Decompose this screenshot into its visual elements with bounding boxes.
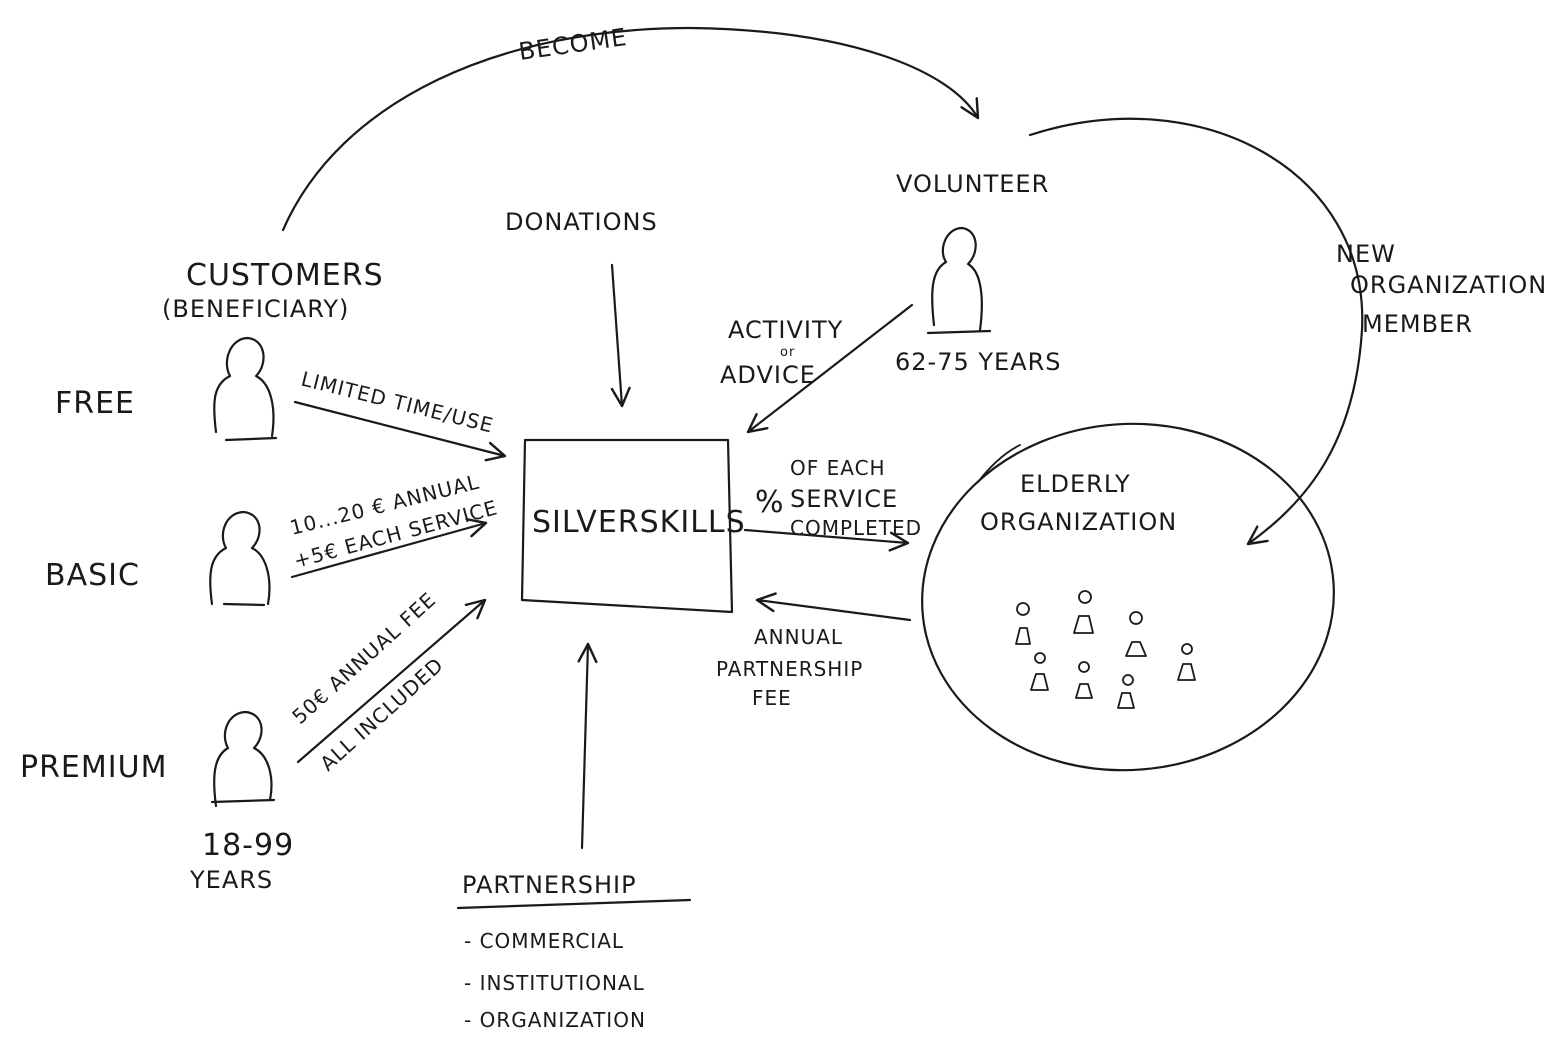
free-arrow-label: LIMITED TIME/USE	[299, 367, 496, 438]
basic-customer-icon	[209, 510, 271, 607]
donations-arrow	[610, 263, 631, 408]
new-member-arrow	[1028, 117, 1364, 546]
volunteer-person-icon	[926, 226, 992, 335]
beneficiary-label: (BENEFICIARY)	[162, 295, 349, 323]
customer-age-label: 18-99	[202, 828, 294, 863]
annual-fee-label-line3: FEE	[752, 686, 792, 710]
donations-label: DONATIONS	[505, 208, 658, 236]
customer-age-unit-label: YEARS	[189, 866, 273, 894]
silverskills-label: SILVERSKILLS	[532, 505, 746, 540]
silverskills-box: SILVERSKILLS	[520, 438, 746, 614]
partnership-item-commercial: - COMMERCIAL	[464, 929, 624, 953]
partnership-item-institutional: - INSTITUTIONAL	[464, 971, 645, 995]
new-member-label-line3: MEMBER	[1362, 310, 1473, 338]
percent-label-line1: OF EACH	[790, 456, 886, 480]
annual-fee-arrow	[755, 592, 912, 622]
activity-arrow	[746, 303, 914, 434]
percent-arrow	[743, 528, 910, 552]
annual-fee-label-line1: ANNUAL	[754, 625, 843, 649]
premium-customer-icon	[210, 710, 276, 808]
become-arrow	[281, 26, 980, 232]
annual-fee-label-line2: PARTNERSHIP	[716, 657, 863, 681]
free-customer-icon	[213, 336, 278, 442]
premium-arrow	[296, 598, 487, 764]
partnership-item-organization: - ORGANIZATION	[464, 1008, 646, 1032]
new-member-label-line1: NEW	[1336, 240, 1396, 268]
become-label: BECOME	[517, 23, 629, 66]
percent-label-line3: COMPLETED	[790, 516, 922, 540]
activity-label: ACTIVITY	[728, 316, 843, 344]
free-tier-label: FREE	[55, 386, 135, 421]
elderly-label-line1: ELDERLY	[1020, 470, 1131, 498]
free-arrow	[293, 400, 507, 462]
percent-sign: %	[755, 485, 785, 520]
percent-label-line2: SERVICE	[790, 485, 898, 513]
elderly-organization: ELDERLY ORGANIZATION	[921, 422, 1335, 772]
basic-arrow	[290, 518, 488, 579]
volunteer-label: VOLUNTEER	[896, 170, 1049, 198]
partnership-arrow	[577, 642, 598, 850]
volunteer-age-label: 62-75 YEARS	[895, 348, 1062, 376]
premium-tier-label: PREMIUM	[20, 750, 167, 785]
new-member-label-line2: ORGANIZATION	[1350, 271, 1547, 299]
customers-label: CUSTOMERS	[186, 258, 384, 293]
elderly-label-line2: ORGANIZATION	[980, 508, 1177, 536]
or-label: or	[780, 345, 795, 360]
members-icon	[1015, 590, 1196, 709]
basic-tier-label: BASIC	[45, 558, 140, 593]
partnership-title: PARTNERSHIP	[462, 871, 637, 899]
partnership-block: PARTNERSHIP - COMMERCIAL - INSTITUTIONAL…	[456, 871, 692, 1032]
advice-label: ADVICE	[720, 361, 816, 389]
